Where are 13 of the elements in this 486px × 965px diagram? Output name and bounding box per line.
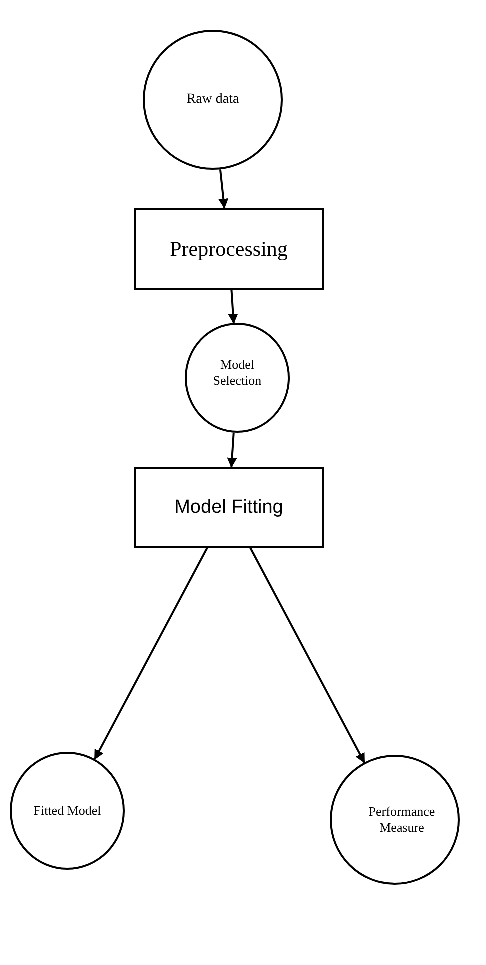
node-label: Performance Measure <box>368 804 436 836</box>
process-box <box>134 467 324 548</box>
node-label: Preprocessing <box>170 236 288 262</box>
arrow <box>228 290 238 324</box>
arrow <box>227 432 238 468</box>
node-label: Fitted Model <box>34 803 102 819</box>
node-label: Model Fitting <box>174 496 284 518</box>
node-label: Model Selection <box>212 357 263 389</box>
arrow <box>218 170 229 209</box>
node-label: Raw data <box>186 92 240 108</box>
arrow <box>94 548 208 760</box>
process-box <box>134 208 324 290</box>
arrow <box>250 548 366 764</box>
